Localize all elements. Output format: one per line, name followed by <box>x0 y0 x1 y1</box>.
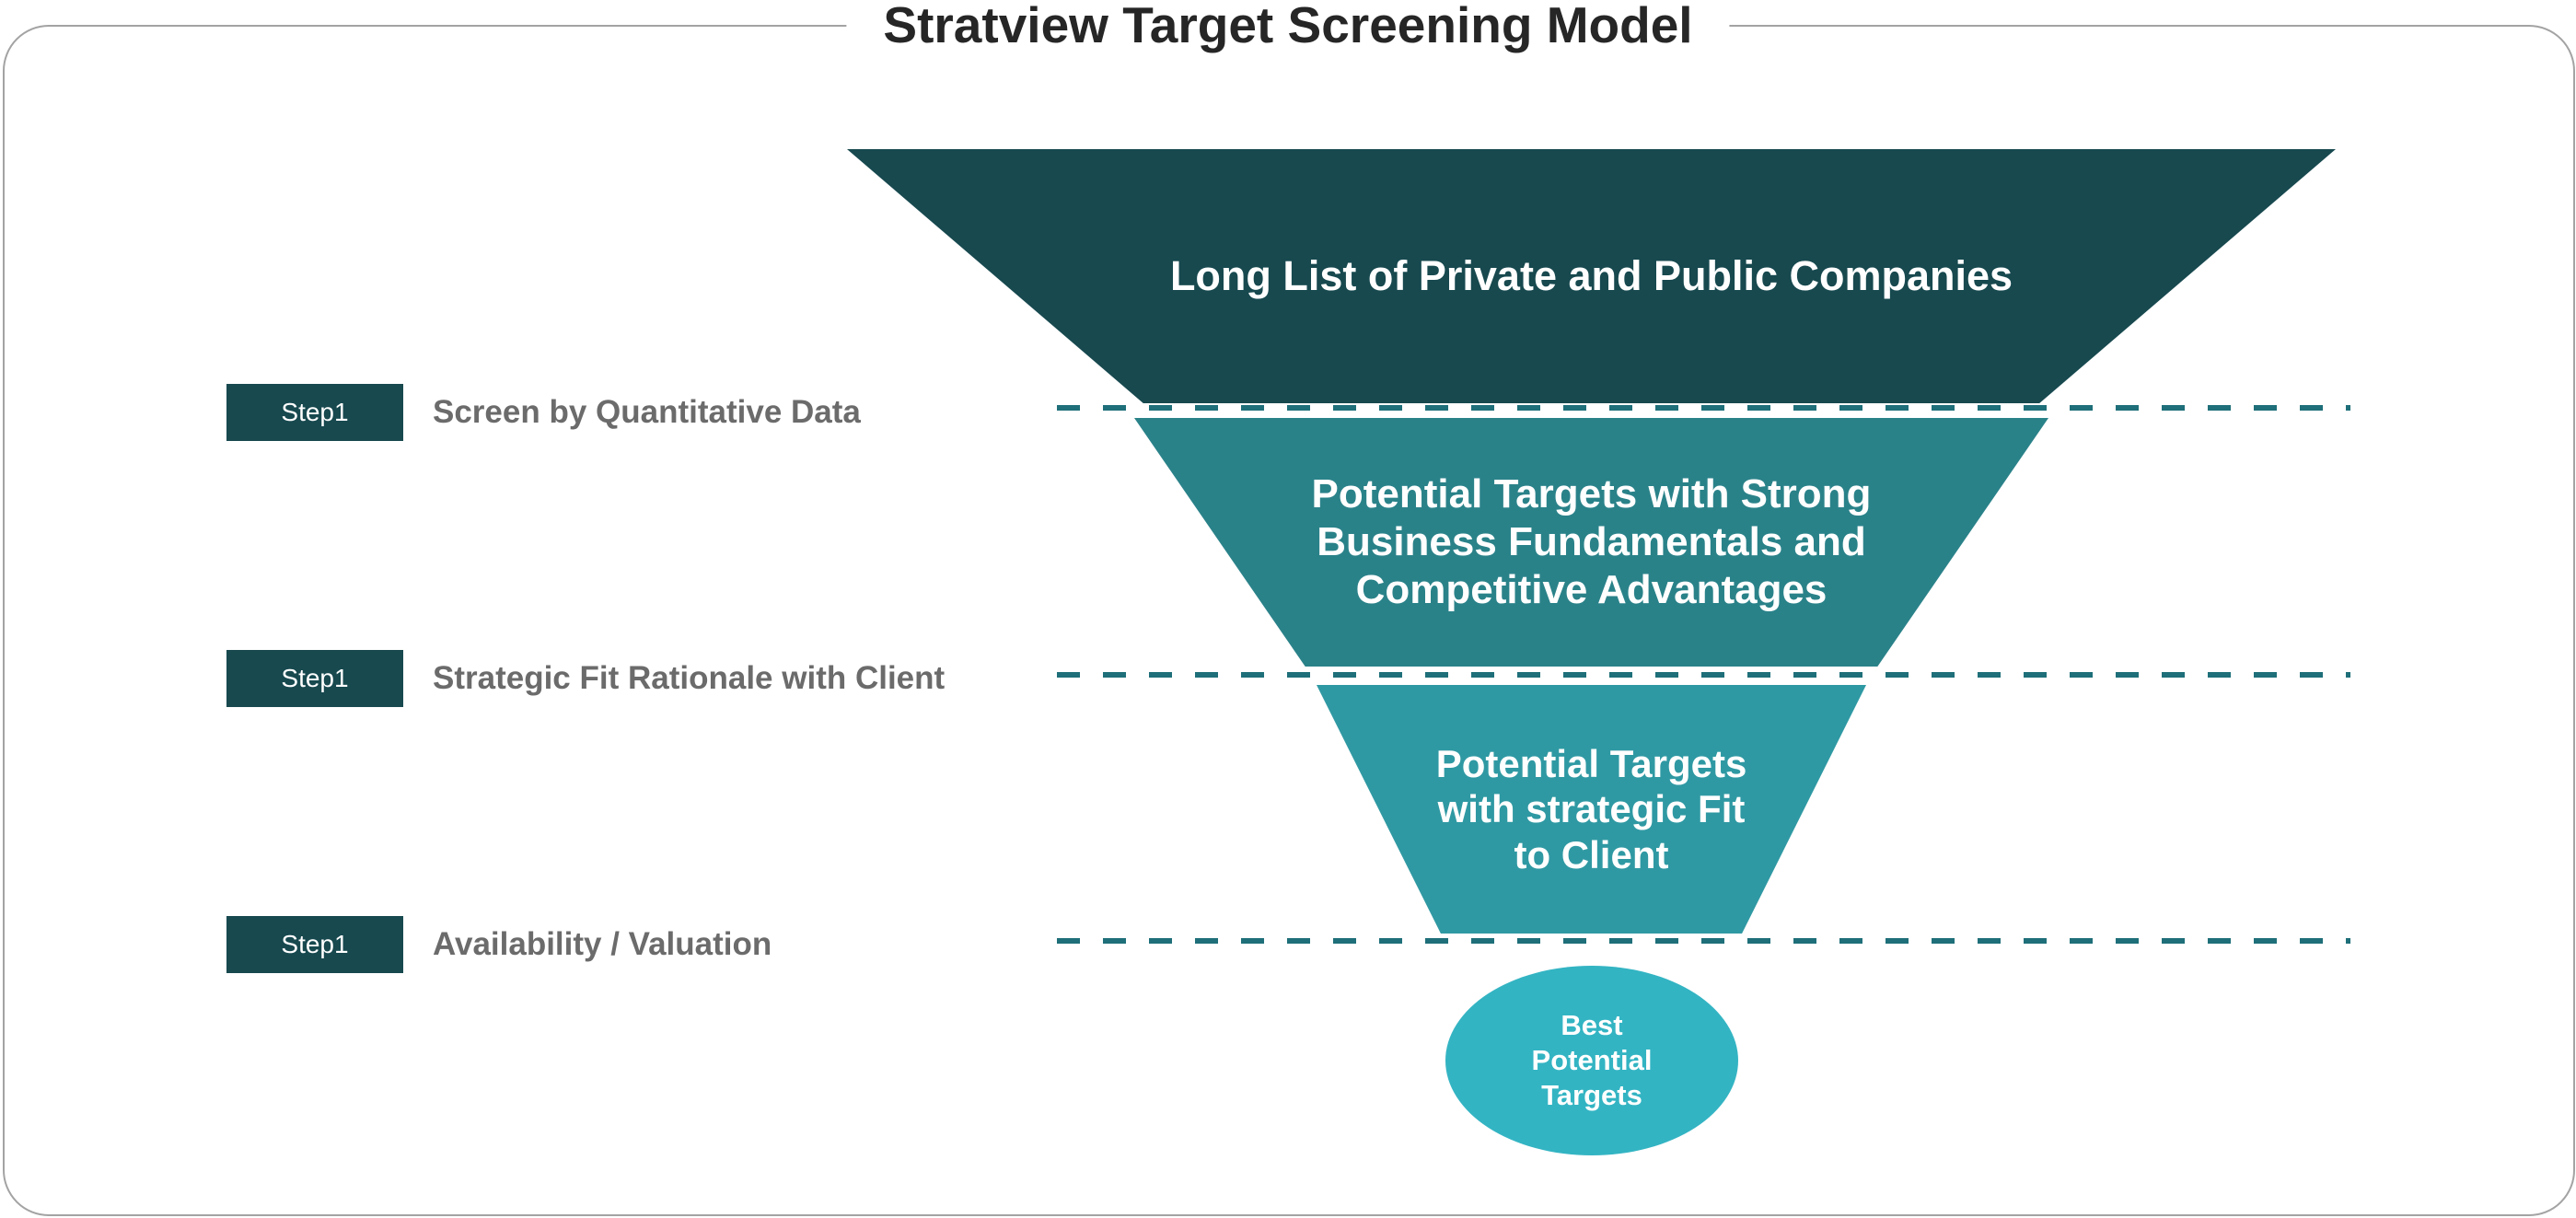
funnel-stage-label: Potential Targets with Strong Business F… <box>1311 471 1872 612</box>
page-title: Stratview Target Screening Model <box>846 0 1730 53</box>
step-label-2: Strategic Fit Rationale with Client <box>433 660 946 696</box>
funnel-result-ellipse: Best Potential Targets <box>1445 966 1738 1155</box>
funnel-stage-strong-fundamentals: Potential Targets with Strong Business F… <box>1134 418 2048 667</box>
step-row-1: Step1 Screen by Quantitative Data <box>226 384 861 441</box>
step-label-1: Screen by Quantitative Data <box>433 394 861 430</box>
dashed-separator-2 <box>1057 672 2350 678</box>
step-row-2: Step1 Strategic Fit Rationale with Clien… <box>226 650 945 707</box>
step-badge-2: Step1 <box>226 650 403 707</box>
step-badge-1: Step1 <box>226 384 403 441</box>
funnel-stage-label: Potential Targets with strategic Fit to … <box>1435 741 1747 876</box>
funnel-stage-long-list: Long List of Private and Public Companie… <box>847 149 2336 403</box>
funnel-result-label: Best Potential Targets <box>1531 1009 1653 1111</box>
funnel-stage-label: Long List of Private and Public Companie… <box>1169 252 2013 299</box>
dashed-separator-1 <box>1057 405 2350 411</box>
dashed-separator-3 <box>1057 938 2350 944</box>
step-label-3: Availability / Valuation <box>433 926 772 962</box>
step-badge-3: Step1 <box>226 916 403 973</box>
step-row-3: Step1 Availability / Valuation <box>226 916 772 973</box>
